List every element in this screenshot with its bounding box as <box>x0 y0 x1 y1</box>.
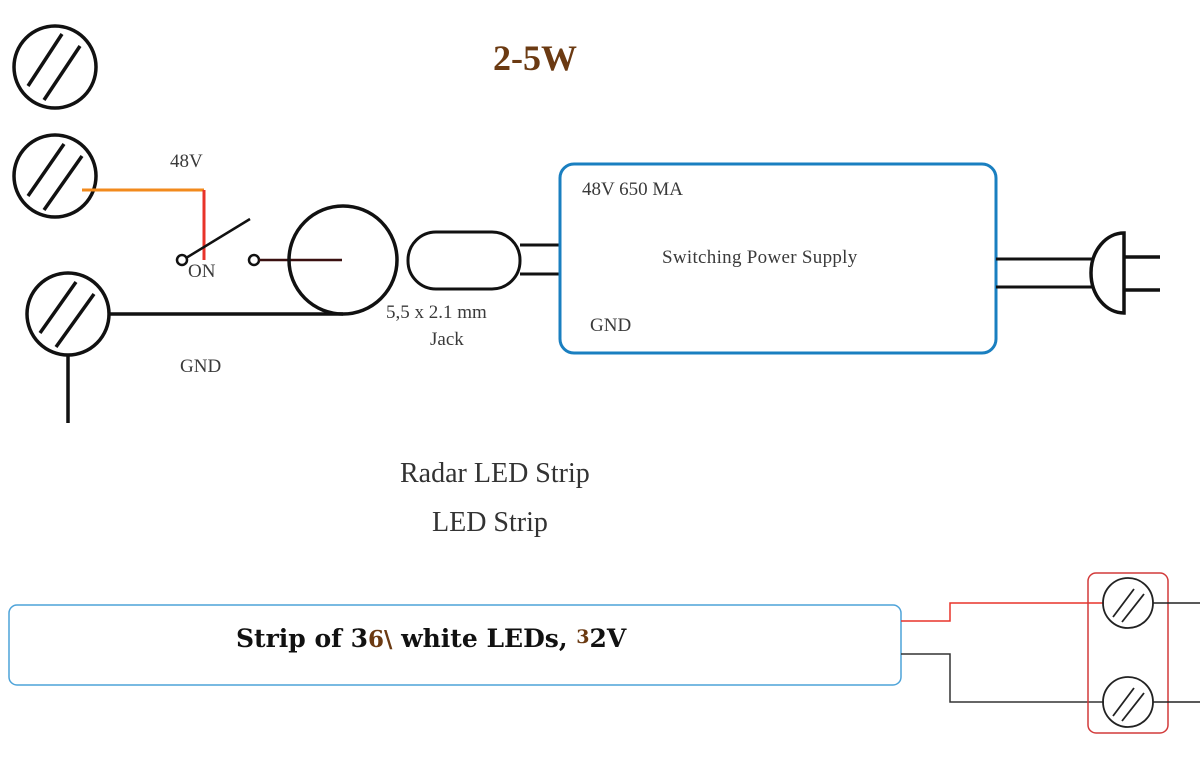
psu-ground-label: GND <box>590 315 632 336</box>
voltage-label: 48V <box>170 151 203 172</box>
led-strip-body <box>8 604 902 686</box>
mains-plug <box>996 231 1160 315</box>
screw-terminal-top <box>12 24 98 110</box>
switch-symbol <box>175 217 342 267</box>
strip-desc-mark1: 6\ <box>367 626 393 653</box>
screw-terminal-ground <box>25 271 111 423</box>
psu-name-label: Switching Power Supply <box>662 247 858 268</box>
led-strip-label: LED Strip <box>432 507 548 538</box>
radar-strip-label: Radar LED Strip <box>400 458 590 489</box>
ground-label-left: GND <box>180 356 222 377</box>
switch-on-label: ON <box>188 261 216 282</box>
jack-label: Jack <box>430 329 464 350</box>
strip-wire-positive <box>901 602 1104 622</box>
psu-rating-label: 48V 650 MA <box>582 179 683 200</box>
strip-desc-prefix: Strip of 3 <box>236 624 368 653</box>
terminal-screw-lower <box>1102 676 1154 728</box>
strip-desc-mark2: 3 <box>576 626 590 648</box>
strip-description: Strip of 36\ white LEDs, 32V <box>236 626 626 651</box>
dc-jack <box>406 230 561 291</box>
terminal-screw-upper <box>1102 577 1154 629</box>
strip-wire-negative <box>901 653 1104 703</box>
strip-desc-middle: white LEDs, <box>392 624 577 653</box>
terminal-block <box>1087 572 1169 734</box>
jack-size-label: 5,5 x 2.1 mm <box>386 302 487 323</box>
strip-desc-suffix: 2V <box>589 624 627 653</box>
screw-terminal-middle <box>12 133 98 219</box>
diagram-title: 2-5W <box>493 38 577 78</box>
